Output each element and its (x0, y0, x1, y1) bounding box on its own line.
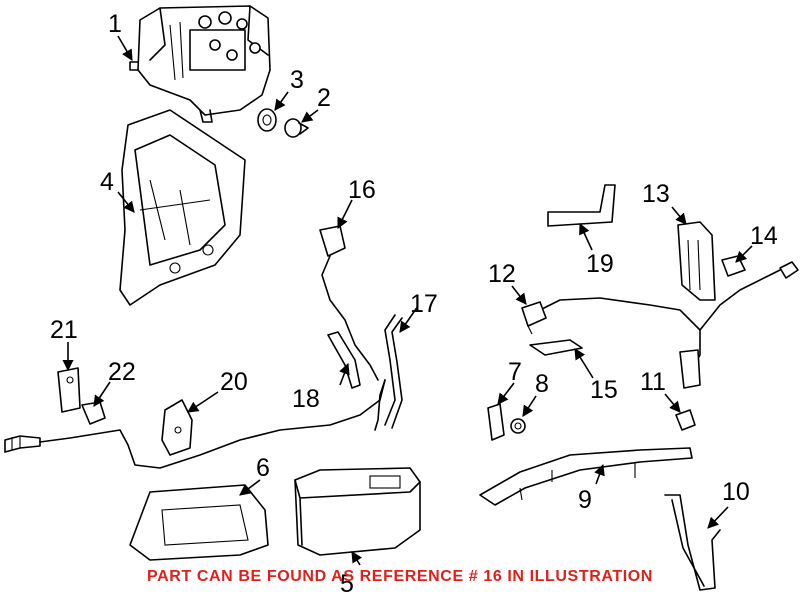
callout-18[interactable]: 18 (292, 385, 320, 413)
part-1-abs-unit[interactable] (129, 5, 271, 123)
part-4-bracket[interactable] (119, 109, 246, 306)
callout-10[interactable]: 10 (722, 478, 750, 506)
part-5-module[interactable] (294, 467, 421, 556)
callout-7[interactable]: 7 (508, 358, 522, 386)
part-16-sensor[interactable] (319, 225, 379, 381)
callout-numbers: 1 2 3 4 5 6 7 8 9 10 11 12 13 14 15 16 1… (50, 10, 778, 595)
callout-14[interactable]: 14 (750, 222, 778, 250)
callout-12[interactable]: 12 (488, 260, 516, 288)
callout-15[interactable]: 15 (590, 376, 618, 404)
callout-11[interactable]: 11 (640, 368, 666, 396)
callout-17[interactable]: 17 (410, 290, 438, 318)
part-20-bracket[interactable] (161, 399, 193, 456)
callout-1[interactable]: 1 (108, 10, 122, 38)
part-18-bracket[interactable] (327, 331, 361, 389)
callout-8[interactable]: 8 (535, 370, 549, 398)
callout-4[interactable]: 4 (100, 168, 114, 196)
left-sensor-harness[interactable] (4, 379, 386, 469)
part-22-clip[interactable] (81, 401, 106, 425)
callout-19[interactable]: 19 (586, 250, 614, 278)
part-7-sensor[interactable] (487, 403, 505, 441)
part-17-line[interactable] (384, 314, 403, 429)
callout-2[interactable]: 2 (317, 84, 331, 112)
part-2-grommet[interactable] (284, 118, 309, 138)
callout-20[interactable]: 20 (220, 368, 248, 396)
leader-lines (62, 35, 753, 566)
part-15-bracket[interactable] (529, 339, 583, 356)
part-12-sensor[interactable] (521, 301, 547, 335)
part-19-bracket[interactable] (547, 184, 616, 227)
right-sensor-harness[interactable] (539, 261, 799, 389)
part-10-brace[interactable] (664, 494, 721, 591)
part-6-bracket[interactable] (129, 484, 269, 561)
callout-9[interactable]: 9 (578, 486, 592, 514)
part-14-clip[interactable] (721, 255, 746, 277)
callout-13[interactable]: 13 (642, 180, 670, 208)
callout-5[interactable]: 5 (340, 570, 354, 595)
part-3-bushing[interactable] (257, 108, 277, 132)
callout-6[interactable]: 6 (256, 454, 270, 482)
reference-note: PART CAN BE FOUND AS REFERENCE # 16 IN I… (147, 568, 653, 585)
part-8-nut[interactable] (510, 418, 526, 434)
part-13-bracket[interactable] (677, 221, 716, 301)
part-9-rail[interactable] (479, 447, 693, 506)
part-21-bracket[interactable] (57, 367, 81, 413)
callout-22[interactable]: 22 (108, 358, 136, 386)
callout-21[interactable]: 21 (50, 316, 78, 344)
part-11-clip[interactable] (675, 409, 696, 431)
callout-16[interactable]: 16 (348, 176, 376, 204)
callout-3[interactable]: 3 (290, 66, 304, 94)
